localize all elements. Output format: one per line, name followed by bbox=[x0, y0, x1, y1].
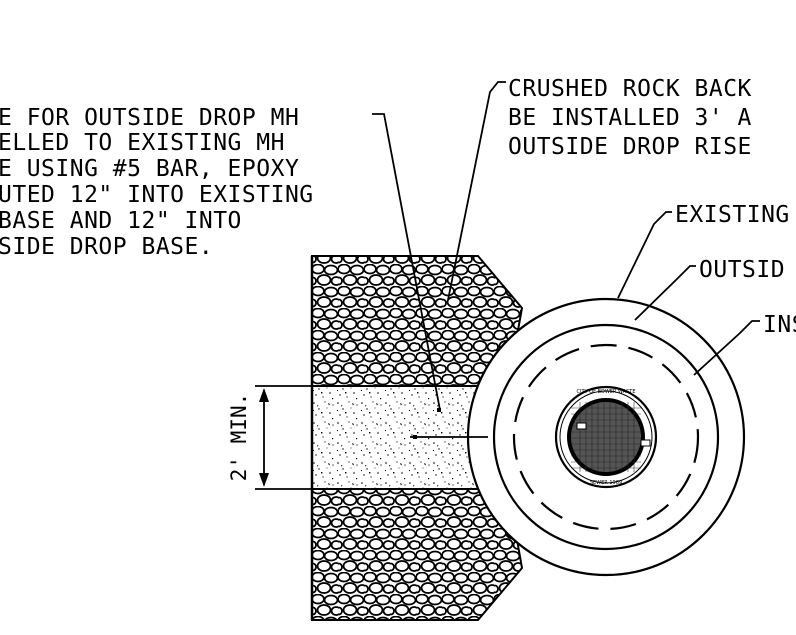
crushed-rock-leader bbox=[447, 81, 506, 301]
dowel-note-line-1: E FOR OUTSIDE DROP MH bbox=[0, 105, 299, 131]
dowel-note-leader bbox=[372, 113, 441, 411]
cover-ring-text-top: CITY OF BOWER WASTE bbox=[577, 389, 636, 395]
dimension-2ft-min: 2' MIN. bbox=[227, 385, 312, 490]
dowel-bar-mark bbox=[413, 435, 417, 439]
dowel-note-line-4: UTED 12" INTO EXISTING bbox=[0, 182, 314, 208]
callout-inside-leader bbox=[693, 320, 760, 376]
dowel-bar-mark-2 bbox=[437, 408, 441, 412]
dowel-note-line-3: E USING #5 BAR, EPOXY bbox=[0, 156, 299, 182]
crushed-rock-note: CRUSHED ROCK BACK BE INSTALLED 3' A OUTS… bbox=[508, 76, 752, 160]
callout-outside-leader bbox=[634, 265, 696, 321]
dowel-note-line-5: BASE AND 12" INTO bbox=[0, 208, 242, 234]
crushed-rock-note-line-2: BE INSTALLED 3' A bbox=[508, 105, 752, 131]
cover-ring-text-bottom: SEWER 1969 bbox=[590, 480, 622, 486]
callout-existing: EXISTING bbox=[675, 202, 790, 228]
callout-inside: INS bbox=[763, 312, 796, 338]
callout-outside: OUTSID bbox=[699, 257, 785, 283]
dowel-note: E FOR OUTSIDE DROP MH ELLED TO EXISTING … bbox=[0, 105, 314, 260]
dowel-note-line-2: ELLED TO EXISTING MH bbox=[0, 130, 285, 156]
callout-existing-leader bbox=[617, 211, 672, 299]
manhole-cover: CITY OF BOWER WASTE SEWER 1969 bbox=[554, 385, 658, 489]
crushed-rock-note-line-1: CRUSHED ROCK BACK bbox=[508, 76, 752, 102]
dimension-label: 2' MIN. bbox=[227, 393, 251, 482]
inside-dashed-circle bbox=[512, 343, 700, 531]
dowel-note-line-6: SIDE DROP BASE. bbox=[0, 234, 213, 260]
crushed-rock-note-line-3: OUTSIDE DROP RISE bbox=[508, 134, 752, 160]
outside-drop-riser-circle bbox=[492, 323, 720, 551]
